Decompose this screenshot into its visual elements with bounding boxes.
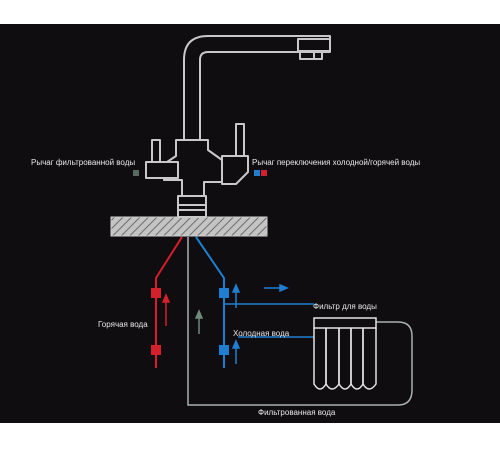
cold-valve-icon <box>219 288 229 298</box>
cold-lever-swatch <box>261 170 267 176</box>
cold-water-line <box>195 236 314 368</box>
water-filter-label: Фильтр для воды <box>313 302 377 311</box>
hot-water-line <box>151 236 183 368</box>
faucet-icon <box>145 35 331 218</box>
flow-arrow-icon <box>231 283 289 364</box>
hot-lever-swatch <box>254 170 260 176</box>
countertop <box>110 216 268 237</box>
hot-valve-icon <box>151 288 161 298</box>
water-filter-icon <box>313 317 377 390</box>
flow-arrow-icon <box>161 293 171 326</box>
flow-arrow-icon <box>194 309 204 334</box>
cold-valve-icon <box>219 345 229 355</box>
filtered-lever-swatch <box>133 170 139 176</box>
hot-water-label: Горячая вода <box>98 320 148 329</box>
hot-cold-lever-label: Рычаг переключения холодной/горячей воды <box>252 158 421 167</box>
hot-valve-icon <box>151 345 161 355</box>
cold-water-label: Холодная вода <box>233 329 290 338</box>
filtered-water-label: Фильтрованная вода <box>258 408 336 417</box>
filtered-water-line <box>187 237 413 406</box>
filtered-lever-label: Рычаг фильтрованной воды <box>31 158 136 167</box>
